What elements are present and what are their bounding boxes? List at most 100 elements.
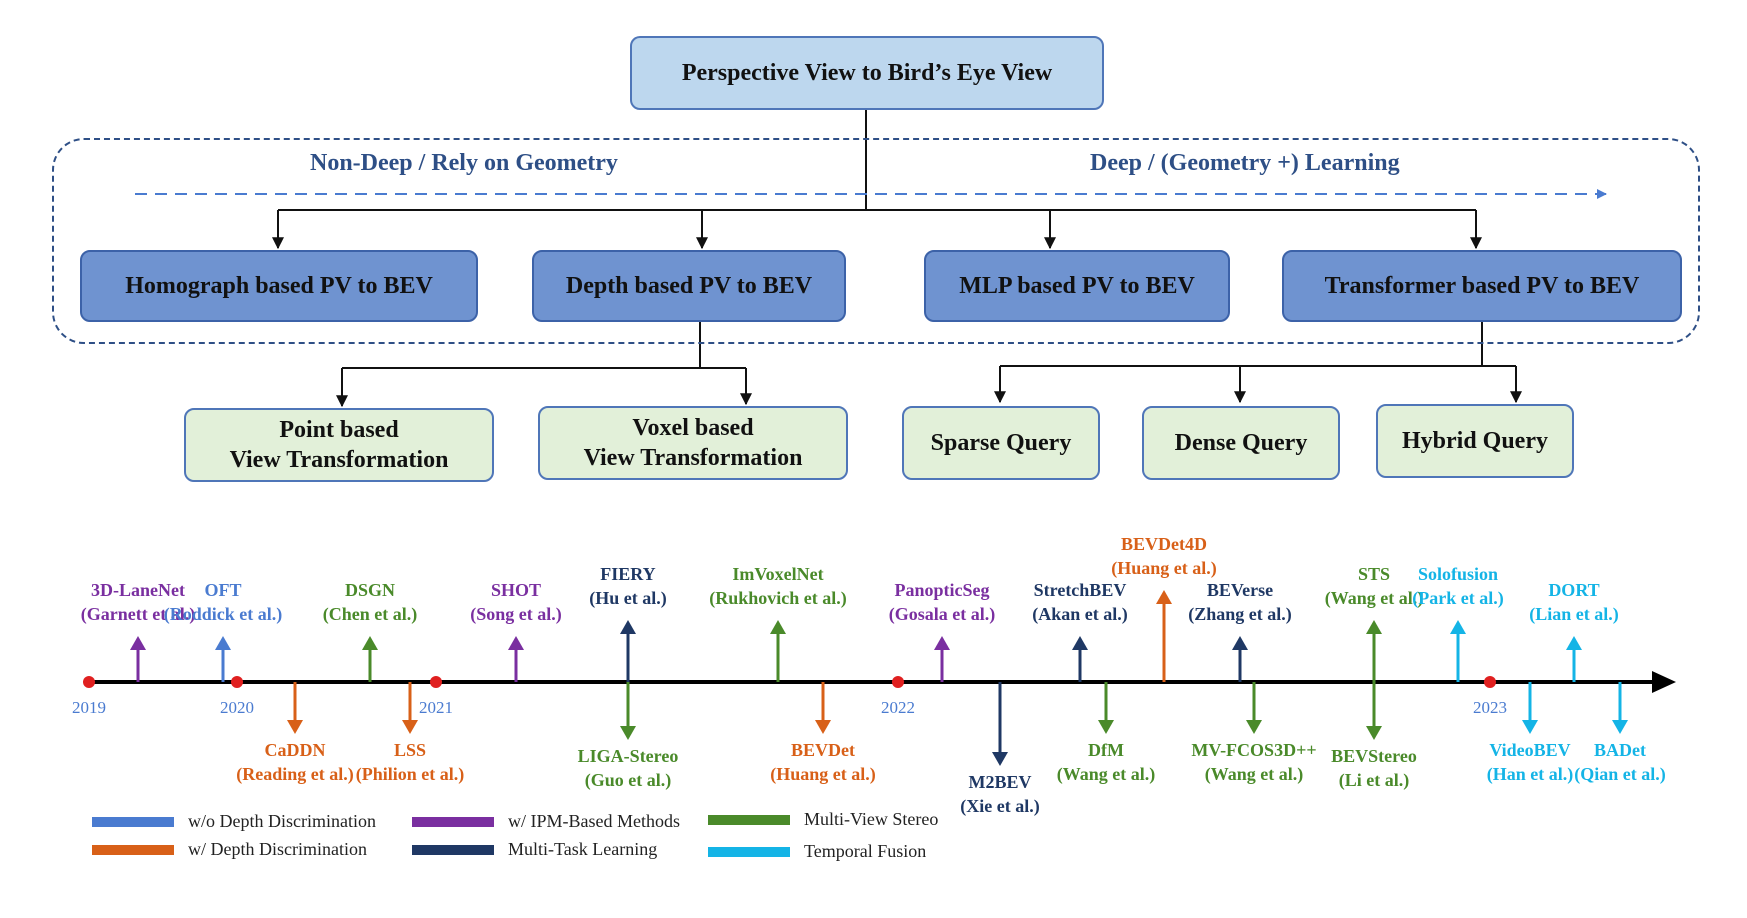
method-group-frame [52,138,1700,344]
year-label-2019: 2019 [72,698,106,717]
event-arrowhead-oft [215,636,231,650]
event-name: M2BEV [968,772,1032,792]
legend-item-depth: w/ Depth Discrimination [92,839,367,860]
year-dot-2021 [430,676,442,688]
event-bevdet4d: BEVDet4D(Huang et al.) [1111,532,1217,581]
event-authors: (Garnett et al.) [80,604,196,625]
event-badet: BADet (Qian et al.) [1574,738,1666,787]
legend-item-ipm: w/ IPM-Based Methods [412,811,680,832]
sub-sparse-query: Sparse Query [902,406,1100,480]
event-liga-stereo: LIGA-Stereo(Guo et al.) [578,744,679,793]
legend-label: w/ Depth Discrimination [188,839,367,859]
event-m2bev: M2BEV (Xie et al.) [960,770,1039,819]
event-arrowhead-fiery [620,620,636,634]
sub-label-line2: View Transformation [229,447,449,473]
event-authors: (Hu et al.) [589,588,667,609]
event-arrowhead-sts [1366,620,1382,634]
year-label-2022: 2022 [881,698,915,717]
event-panopticseg: PanopticSeg (Gosala et al.) [889,578,995,627]
event-authors: (Xie et al.) [960,796,1040,817]
event-dort: DORT (Lian et al.) [1529,578,1619,627]
event-sts: STS(Wang et al.) [1325,562,1424,611]
event-authors: (Rukhovich et al.) [709,588,847,609]
root-node: Perspective View to Bird’s Eye View [630,36,1104,110]
sub-label: Sparse Query [930,430,1072,456]
event-mv-fcos3d-: MV-FCOS3D++ (Wang et al.) [1191,738,1316,787]
event-name: DSGN [344,580,396,600]
event-name: PanopticSeg [894,580,990,600]
event-authors: (Gosala et al.) [888,604,996,625]
event-authors: (Reading et al.) [236,764,354,785]
category-label: Depth based PV to BEV [565,273,813,299]
event-authors: (Roddick et al.) [163,604,283,625]
category-transformer: Transformer based PV to BEV [1282,250,1682,322]
year-label-2023: 2023 [1473,698,1507,717]
event-authors: (Han et al.) [1486,764,1574,785]
legend-label: Temporal Fusion [804,841,927,861]
event-name: OFT [204,580,242,600]
event-name: DORT [1548,580,1600,600]
event-arrowhead-dfm [1098,720,1114,734]
event-name: 3D-LaneNet [91,580,185,600]
event-shot: SHOT (Song et al.) [470,578,562,627]
year-dot-2020 [231,676,243,688]
event-arrowhead-mv-fcos3d- [1246,720,1262,734]
event-name: LSS [393,740,427,760]
root-label: Perspective View to Bird’s Eye View [681,60,1053,86]
event-arrowhead-imvoxelnet [770,620,786,634]
sub-dense-query: Dense Query [1142,406,1340,480]
year-dot-2022 [892,676,904,688]
event-authors: (Philion et al.) [355,764,465,785]
event-arrowhead-bevdet4d [1156,590,1172,604]
event-arrowhead-beverse [1232,636,1248,650]
event-arrowhead-3d-lanenet [130,636,146,650]
year-label-2020: 2020 [220,698,254,717]
event-arrowhead-videobev [1522,720,1538,734]
event-name: BADet [1594,740,1646,760]
event-authors: (Li et al.) [1338,770,1410,791]
sub-label: Dense Query [1174,430,1308,456]
legend-swatch [412,816,494,827]
event-oft: OFT (Roddick et al.) [164,578,283,627]
legend-swatch [412,844,494,855]
sub-point-based: Point based View Transformation [184,408,494,482]
event-arrowhead-caddn [287,720,303,734]
event-arrowhead-liga-stereo [620,726,636,740]
event-authors: (Qian et al.) [1574,764,1666,785]
event-bevstereo: BEVStereo (Li et al.) [1331,744,1417,793]
event-solofusion: Solofusion(Park et al.) [1412,562,1503,611]
event-name: MV-FCOS3D++ [1191,740,1317,760]
legend-item-no_depth: w/o Depth Discrimination [92,811,376,832]
event-authors: (Zhang et al.) [1188,604,1292,625]
event-name: SHOT [490,580,542,600]
legend-swatch [708,846,790,857]
category-depth: Depth based PV to BEV [532,250,846,322]
legend-label: w/ IPM-Based Methods [508,811,680,831]
event-arrowhead-panopticseg [934,636,950,650]
category-homograph: Homograph based PV to BEV [80,250,478,322]
event-bevdet: BEVDet(Huang et al.) [770,738,876,787]
event-authors: (Huang et al.) [1111,558,1217,579]
event-authors: (Lian et al.) [1529,604,1619,625]
event-authors: (Wang et al.) [1204,764,1304,785]
legend-label: Multi-Task Learning [508,839,658,859]
event-fiery: FIERY(Hu et al.) [589,562,666,611]
event-caddn: CaDDN(Reading et al.) [236,738,353,787]
event-arrowhead-shot [508,636,524,650]
event-name: DfM [1088,740,1124,760]
event-authors: (Akan et al.) [1032,604,1128,625]
sub-voxel-based: Voxel based View Transformation [538,406,848,480]
event-name: BEVStereo [1331,746,1417,766]
event-name: ImVoxelNet [732,564,824,584]
event-name: BEVerse [1206,580,1274,600]
event-imvoxelnet: ImVoxelNet (Rukhovich et al.) [709,562,847,611]
event-arrowhead-bevdet [815,720,831,734]
event-lss: LSS (Philion et al.) [356,738,465,787]
event-name: STS [1357,564,1391,584]
sub-label: Hybrid Query [1401,428,1548,454]
event-authors: (Song et al.) [470,604,562,625]
event-arrowhead-m2bev [992,752,1008,766]
event-authors: (Wang et al.) [1056,764,1156,785]
